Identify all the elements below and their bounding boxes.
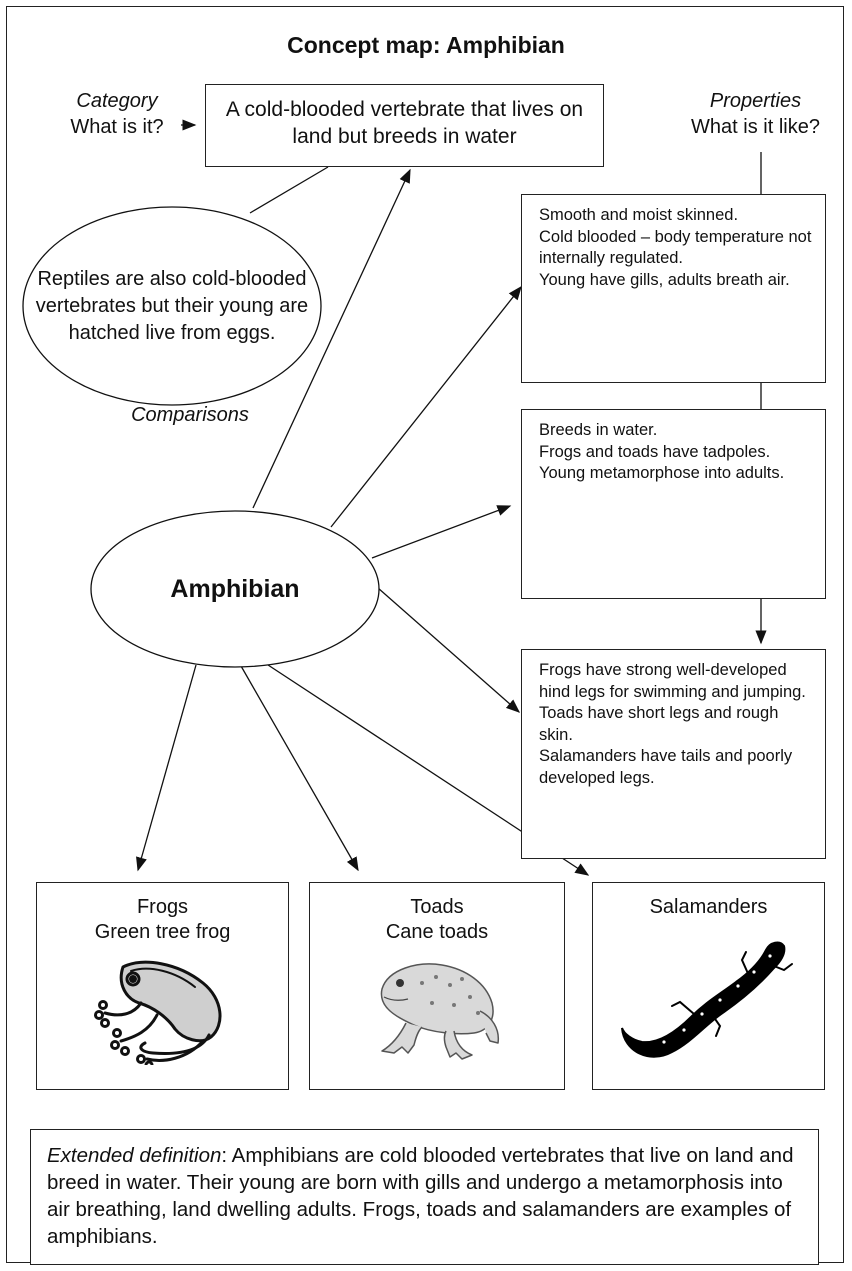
property-text-breeding: Breeds in water. Frogs and toads have ta… <box>539 421 785 482</box>
property-box-legs: Frogs have strong well-developed hind le… <box>521 649 826 859</box>
frog-illustration <box>93 960 222 1065</box>
comparison-ellipse-shape <box>22 206 322 406</box>
comparisons-label: Comparisons <box>131 404 249 426</box>
center-ellipse-shape <box>90 510 380 668</box>
example-box-salamanders: Salamanders <box>592 882 825 1090</box>
example-name-toads: Toads <box>410 896 464 918</box>
page-title: Concept map: Amphibian <box>287 32 565 58</box>
center-to-property-1-arrow <box>330 285 522 528</box>
center-to-toads-arrow <box>240 665 359 872</box>
extended-definition-box: Extended definition: Amphibians are cold… <box>30 1129 819 1265</box>
category-definition-text: A cold-blooded vertebrate that lives on … <box>225 98 584 148</box>
property-text-skin: Smooth and moist skinned. Cold blooded –… <box>539 206 812 289</box>
extended-definition-text: : Amphibians are cold blooded vertebrate… <box>47 1144 794 1248</box>
properties-label-question: What is it like? <box>691 116 820 138</box>
center-to-property-3-arrow <box>377 587 521 713</box>
center-concept: Amphibian <box>170 574 300 603</box>
category-label-question: What is it? <box>70 116 164 138</box>
example-detail-toads: Cane toads <box>385 921 489 943</box>
example-box-frogs: Frogs Green tree frog <box>36 882 289 1090</box>
property-text-legs: Frogs have strong well-developed hind le… <box>539 661 806 787</box>
category-definition-box: A cold-blooded vertebrate that lives on … <box>205 84 604 167</box>
property-box-skin: Smooth and moist skinned. Cold blooded –… <box>521 194 826 383</box>
toad-illustration <box>380 963 500 1060</box>
example-detail-frogs: Green tree frog <box>94 921 231 943</box>
salamander-silhouette <box>620 941 793 1058</box>
properties-label: Properties What is it like? <box>668 88 843 140</box>
center-to-property-2-arrow <box>371 505 512 559</box>
example-name-frogs: Frogs <box>136 896 189 918</box>
category-label: Category What is it? <box>52 88 182 140</box>
example-name-salamanders: Salamanders <box>649 896 768 918</box>
center-to-category-arrow <box>252 168 411 509</box>
example-box-toads: Toads Cane toads <box>309 882 565 1090</box>
property-box-breeding: Breeds in water. Frogs and toads have ta… <box>521 409 826 599</box>
properties-label-italic: Properties <box>709 90 802 112</box>
comparison-text: Reptiles are also cold-blooded vertebrat… <box>35 267 309 344</box>
category-label-italic: Category <box>76 90 158 112</box>
comparison-connector <box>249 166 329 214</box>
extended-definition-label: Extended definition <box>47 1144 222 1167</box>
center-to-frogs-arrow <box>136 664 197 872</box>
